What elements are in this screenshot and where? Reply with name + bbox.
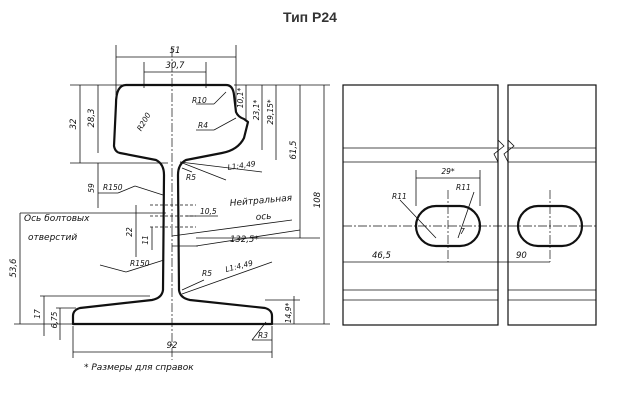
svg-text:R11: R11 (392, 192, 407, 201)
dim-height-108: 108 (272, 85, 330, 325)
rail-profile (71, 83, 274, 326)
bolt-hole-marks (150, 204, 198, 247)
dim-32-label: 32 (69, 119, 79, 130)
dim-23-1-label: 23,1* (252, 100, 261, 121)
page-title: Тип Р24 (283, 9, 337, 25)
svg-text:Нейтральная: Нейтральная (229, 194, 293, 209)
radius-r4: R4 (196, 117, 237, 131)
svg-text:6,75: 6,75 (50, 311, 59, 328)
svg-text:R5: R5 (202, 269, 212, 278)
radius-r200: R200 (135, 111, 153, 133)
svg-text:R4: R4 (198, 121, 208, 130)
dim-hole-29: 29* (415, 167, 481, 206)
svg-text:R5: R5 (186, 173, 196, 182)
dim-28-3-label: 28,3 (87, 109, 97, 128)
dim-30-7-label: 30,7 (166, 61, 186, 71)
dim-height-53-6: 53,6 (9, 213, 76, 325)
dim-height-11: 11 (141, 227, 153, 250)
dim-width-30-7: 30,7 (143, 61, 207, 88)
radius-r150-bottom: R150 (99, 259, 165, 273)
dim-10-5-label: 10,5 (200, 207, 217, 216)
svg-text:ось: ось (255, 212, 272, 223)
svg-text:R3: R3 (258, 331, 268, 340)
radius-r11-right: R11 (456, 183, 475, 239)
svg-text:29*: 29* (441, 167, 455, 176)
svg-text:14,9*: 14,9* (284, 303, 293, 324)
svg-text:92: 92 (167, 341, 178, 351)
svg-text:R10: R10 (192, 96, 207, 105)
svg-text:22: 22 (125, 227, 134, 237)
dim-height-28-3: 28,3 (87, 85, 99, 153)
svg-text:L1:4,49: L1:4,49 (227, 159, 256, 172)
dim-height-32: 32 (69, 84, 168, 164)
radius-r3: R3 (251, 321, 272, 341)
svg-text:53,6: 53,6 (9, 258, 19, 278)
svg-text:59: 59 (87, 183, 96, 193)
svg-text:11: 11 (141, 235, 150, 245)
bolt-axis-leader: Ось болтовых отверстий (20, 212, 166, 243)
svg-text:46,5: 46,5 (372, 251, 391, 261)
dim-10-1-label: 10,1* (236, 88, 245, 109)
slope-top: L1:4,49 (179, 159, 263, 181)
svg-text:отверстий: отверстий (28, 233, 77, 243)
dim-height-right-head: 10,1* 23,1* 29,15* (234, 84, 330, 160)
svg-text:Ось болтовых: Ось болтовых (24, 214, 90, 224)
dim-height-6-75: 6,75 (50, 307, 76, 340)
svg-text:R150: R150 (103, 183, 123, 192)
radius-r150-top: R150 (98, 183, 164, 196)
dim-132-5: 132,5* (195, 229, 301, 247)
dim-width-51: 51 (115, 45, 237, 110)
dim-61-5-label: 61,5 (289, 141, 299, 160)
neutral-axis-label: Нейтральная ось (171, 194, 293, 237)
radius-r5-bottom: R5 (181, 269, 212, 291)
svg-text:L1:4,49: L1:4,49 (224, 258, 254, 274)
dim-height-59: 59 (87, 163, 99, 208)
svg-text:132,5*: 132,5* (230, 235, 259, 245)
dim-90: 90 (448, 251, 550, 263)
dim-width-92: 92 (72, 326, 273, 358)
dim-46-5: 46,5 (343, 251, 448, 263)
dim-hole-7: 7 (460, 227, 465, 236)
dim-height-17: 17 (33, 295, 150, 336)
svg-text:17: 17 (33, 309, 42, 319)
radius-r11-left: R11 (392, 192, 437, 239)
footnote: * Размеры для справок (84, 363, 194, 373)
dim-108-label: 108 (313, 191, 323, 208)
side-view (342, 84, 597, 326)
svg-text:R11: R11 (456, 183, 471, 192)
dim-height-22: 22 (125, 205, 137, 257)
radius-r10: R10 (192, 91, 227, 105)
radius-r5-top: R5 (181, 167, 196, 182)
dim-height-61-5: 61,5 (196, 85, 320, 239)
dim-height-14-9: 14,9* (265, 296, 300, 324)
dim-51-label: 51 (170, 46, 181, 56)
svg-text:R150: R150 (130, 259, 150, 268)
slope-bottom: L1:4,49 (181, 258, 273, 295)
dim-29-15-label: 29,15* (266, 99, 275, 124)
svg-text:90: 90 (516, 251, 527, 261)
